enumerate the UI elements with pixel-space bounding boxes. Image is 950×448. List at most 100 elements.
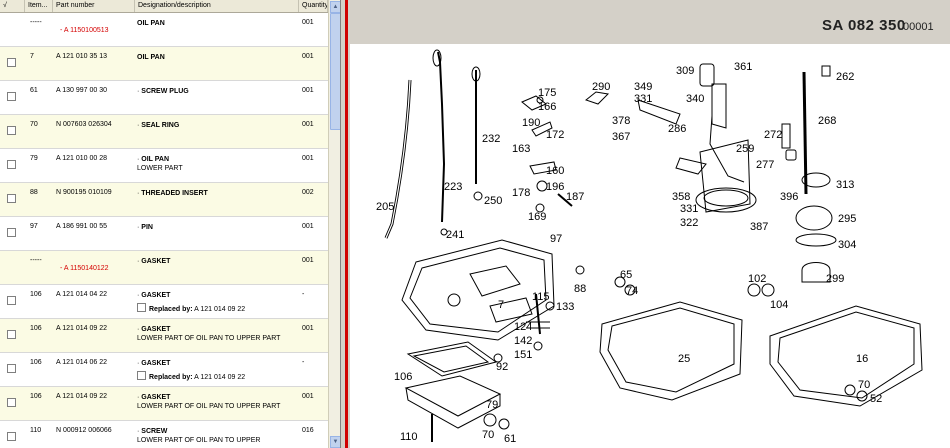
callout-number[interactable]: 396 [780, 191, 798, 203]
col-header-check[interactable]: √ [0, 0, 25, 12]
row-checkbox[interactable] [7, 432, 16, 441]
row-checkbox[interactable] [7, 330, 16, 339]
callout-number[interactable]: 187 [566, 191, 584, 203]
callout-number[interactable]: 313 [836, 179, 854, 191]
col-header-item[interactable]: Item... [25, 0, 53, 12]
callout-number[interactable]: 205 [376, 201, 394, 213]
col-header-designation[interactable]: Designation/description [135, 0, 299, 12]
row-checkbox[interactable] [7, 58, 16, 67]
callout-number[interactable]: 25 [678, 353, 690, 365]
callout-number[interactable]: 16 [856, 353, 868, 365]
callout-number[interactable]: 65 [620, 269, 632, 281]
callout-number[interactable]: 7 [498, 299, 504, 311]
callout-number[interactable]: 250 [484, 195, 502, 207]
callout-number[interactable]: 241 [446, 229, 464, 241]
scrollbar-thumb[interactable] [330, 13, 340, 130]
vertical-scrollbar[interactable]: ▲ ▼ [328, 0, 340, 448]
callout-number[interactable]: 196 [546, 181, 564, 193]
callout-number[interactable]: 268 [818, 115, 836, 127]
callout-number[interactable]: 340 [686, 93, 704, 105]
callout-number[interactable]: 232 [482, 133, 500, 145]
row-checkbox[interactable] [7, 126, 16, 135]
row-checkbox[interactable] [7, 296, 16, 305]
callout-number[interactable]: 124 [514, 321, 532, 333]
row-checkbox[interactable] [7, 194, 16, 203]
callout-number[interactable]: 331 [680, 203, 698, 215]
callout-number[interactable]: 61 [504, 433, 516, 445]
callout-number[interactable]: 361 [734, 61, 752, 73]
callout-number[interactable]: 151 [514, 349, 532, 361]
callout-number[interactable]: 358 [672, 191, 690, 203]
callout-number[interactable]: 110 [400, 431, 418, 443]
callout-number[interactable]: 160 [546, 165, 564, 177]
replacement-part-number[interactable]: A 121 014 09 22 [194, 374, 246, 381]
callout-number[interactable]: 387 [750, 221, 768, 233]
callout-number[interactable]: 309 [676, 65, 694, 77]
callout-number[interactable]: 322 [680, 217, 698, 229]
replaced-checkbox[interactable] [137, 303, 146, 312]
callout-number[interactable]: 166 [538, 101, 556, 113]
callout-number[interactable]: 104 [770, 299, 788, 311]
callout-number[interactable]: 259 [736, 143, 754, 155]
callout-number[interactable]: 102 [748, 273, 766, 285]
row-checkbox[interactable] [7, 160, 16, 169]
callout-number[interactable]: 304 [838, 239, 856, 251]
row-checkbox[interactable] [7, 364, 16, 373]
callout-number[interactable]: 286 [668, 123, 686, 135]
bullet-icon: · [137, 190, 142, 197]
callout-number[interactable]: 115 [532, 291, 550, 303]
callout-number[interactable]: 349 [634, 81, 652, 93]
callout-number[interactable]: 52 [870, 393, 882, 405]
scroll-up-arrow-icon[interactable]: ▲ [330, 1, 340, 13]
callout-number[interactable]: 106 [394, 371, 412, 383]
callout-number[interactable]: 133 [556, 301, 574, 313]
callout-number[interactable]: 290 [592, 81, 610, 93]
row-checkbox[interactable] [7, 92, 16, 101]
callout-number[interactable]: 169 [528, 211, 546, 223]
col-header-quantity[interactable]: Quantity [299, 0, 328, 12]
callout-number[interactable]: 223 [444, 181, 462, 193]
callout-number[interactable]: 70 [858, 379, 870, 391]
callout-number[interactable]: 163 [512, 143, 530, 155]
row-checkbox[interactable] [7, 398, 16, 407]
callout-number[interactable]: 70 [482, 429, 494, 441]
callout-number[interactable]: 272 [764, 129, 782, 141]
callout-number[interactable]: 367 [612, 131, 630, 143]
callout-number[interactable]: 299 [826, 273, 844, 285]
row-checkbox[interactable] [7, 228, 16, 237]
callout-number[interactable]: 172 [546, 129, 564, 141]
callout-number[interactable]: 277 [756, 159, 774, 171]
callout-number[interactable]: 74 [626, 285, 638, 297]
replaced-by[interactable]: Replaced by: A 121 014 09 22 [137, 371, 295, 382]
replacement-part-number[interactable]: A 121 014 09 22 [194, 306, 246, 313]
replaced-by[interactable]: Replaced by: A 121 014 09 22 [137, 303, 295, 314]
callout-number[interactable]: 262 [836, 71, 854, 83]
callout-number[interactable]: 79 [486, 399, 498, 411]
callout-number[interactable]: 378 [612, 115, 630, 127]
callout-number[interactable]: 175 [538, 87, 556, 99]
col-header-part-number[interactable]: Part number [53, 0, 135, 12]
callout-number[interactable]: 142 [514, 335, 532, 347]
replaced-checkbox[interactable] [137, 371, 146, 380]
callout-number[interactable]: 331 [634, 93, 652, 105]
callout-number[interactable]: 295 [838, 213, 856, 225]
callout-number[interactable]: 88 [574, 283, 586, 295]
callout-number[interactable]: 190 [522, 117, 540, 129]
callout-number[interactable]: 92 [496, 361, 508, 373]
callout-number[interactable]: 97 [550, 233, 562, 245]
callout-number[interactable]: 178 [512, 187, 530, 199]
scroll-down-arrow-icon[interactable]: ▼ [330, 436, 340, 448]
